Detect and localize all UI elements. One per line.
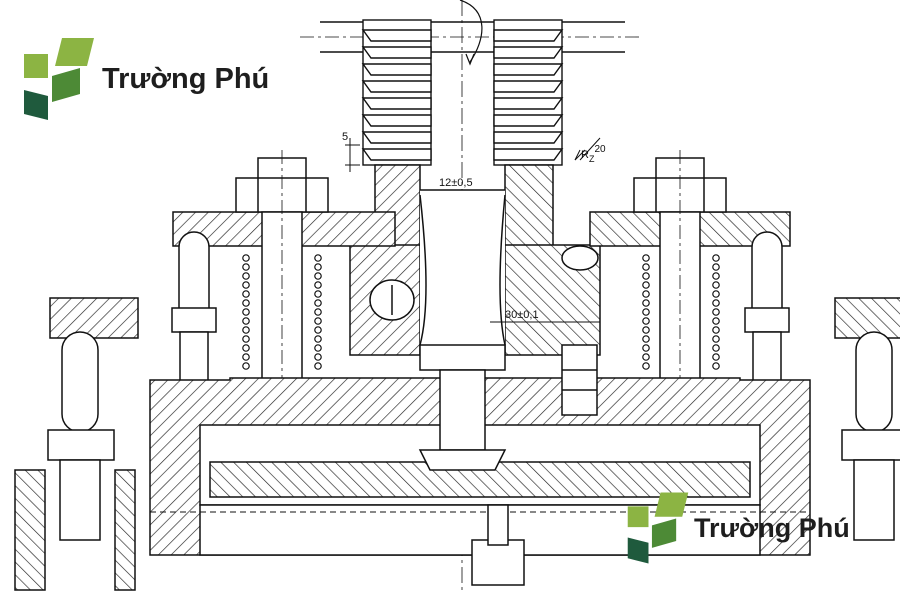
thread-tooth <box>361 131 432 144</box>
thread-tooth <box>361 80 432 93</box>
thread-tooth <box>361 148 432 161</box>
spring-coil <box>242 362 250 370</box>
spring-coil <box>642 308 650 316</box>
spring-coil <box>642 290 650 298</box>
spring-coil <box>642 317 650 325</box>
spring-coil <box>712 290 720 298</box>
spring-coil <box>242 344 250 352</box>
thread-tooth <box>493 148 564 161</box>
spring-coil <box>712 263 720 271</box>
thread-tooth <box>493 80 564 93</box>
spring-coil <box>712 335 720 343</box>
spring-coil <box>242 308 250 316</box>
spring-coil <box>242 353 250 361</box>
spring-coil <box>242 254 250 262</box>
top-shaft <box>300 0 640 66</box>
spring-coil <box>242 317 250 325</box>
side-view-left <box>14 297 139 591</box>
dimensions <box>345 137 601 191</box>
spring-coil <box>314 290 322 298</box>
spring-coil <box>712 317 720 325</box>
spring-coil <box>642 254 650 262</box>
spring-coil <box>712 308 720 316</box>
thread-tooth <box>361 114 432 127</box>
thread-tooth <box>493 114 564 127</box>
spring-coil <box>642 335 650 343</box>
spring-coil <box>642 362 650 370</box>
support-pin-left <box>171 231 217 393</box>
brand-name-top: Trường Phú <box>102 62 270 95</box>
thread-cutter-right <box>493 19 564 166</box>
height-dimension-label: 5 <box>342 131 348 143</box>
support-pin-right <box>744 231 790 393</box>
spring-coil <box>642 263 650 271</box>
spring-coil <box>314 353 322 361</box>
side-view-right <box>834 297 900 541</box>
spring-coil <box>642 326 650 334</box>
spring-coil <box>314 299 322 307</box>
spring-coil <box>242 272 250 280</box>
thread-tooth <box>493 46 564 59</box>
spring-coil <box>314 272 322 280</box>
compression-springs <box>242 254 720 370</box>
spring-coil <box>242 299 250 307</box>
spring-coil <box>242 335 250 343</box>
thread-tooth <box>493 29 564 42</box>
leaf-logo-icon <box>24 38 94 120</box>
leaf-logo-icon <box>627 492 689 564</box>
spring-coil <box>314 254 322 262</box>
spring-coil <box>642 344 650 352</box>
spring-coil <box>712 362 720 370</box>
spring-coil <box>642 281 650 289</box>
spring-coil <box>314 335 322 343</box>
spring-coil <box>712 353 720 361</box>
spring-coil <box>314 281 322 289</box>
spring-coil <box>314 344 322 352</box>
spring-coil <box>242 263 250 271</box>
thread-tooth <box>493 131 564 144</box>
thread-tooth <box>361 46 432 59</box>
spring-coil <box>242 290 250 298</box>
thread-tooth <box>361 29 432 42</box>
spring-coil <box>712 299 720 307</box>
brand-logo-top: Trường Phú <box>22 38 269 120</box>
spring-coil <box>712 254 720 262</box>
workpiece <box>349 164 601 356</box>
spring-coil <box>314 362 322 370</box>
spring-coil <box>712 281 720 289</box>
thread-cutter-left <box>361 19 432 166</box>
thread-tooth <box>493 63 564 76</box>
roughness-symbol: RZ20 <box>581 144 606 164</box>
bore-dimension-label: 30±0,1 <box>505 309 539 321</box>
spring-coil <box>642 272 650 280</box>
spring-coil <box>314 326 322 334</box>
spring-coil <box>314 317 322 325</box>
brand-logo-bottom: Trường Phú <box>626 492 850 564</box>
spring-coil <box>712 344 720 352</box>
brand-name-bottom: Trường Phú <box>694 512 850 543</box>
spring-coil <box>314 308 322 316</box>
thread-tooth <box>493 97 564 110</box>
width-dimension-label: 12±0,5 <box>439 177 473 189</box>
spring-coil <box>642 353 650 361</box>
thread-tooth <box>361 63 432 76</box>
spring-coil <box>242 281 250 289</box>
spring-coil <box>712 272 720 280</box>
spring-coil <box>242 326 250 334</box>
spring-coil <box>314 263 322 271</box>
spring-coil <box>712 326 720 334</box>
thread-tooth <box>361 97 432 110</box>
spring-coil <box>642 299 650 307</box>
